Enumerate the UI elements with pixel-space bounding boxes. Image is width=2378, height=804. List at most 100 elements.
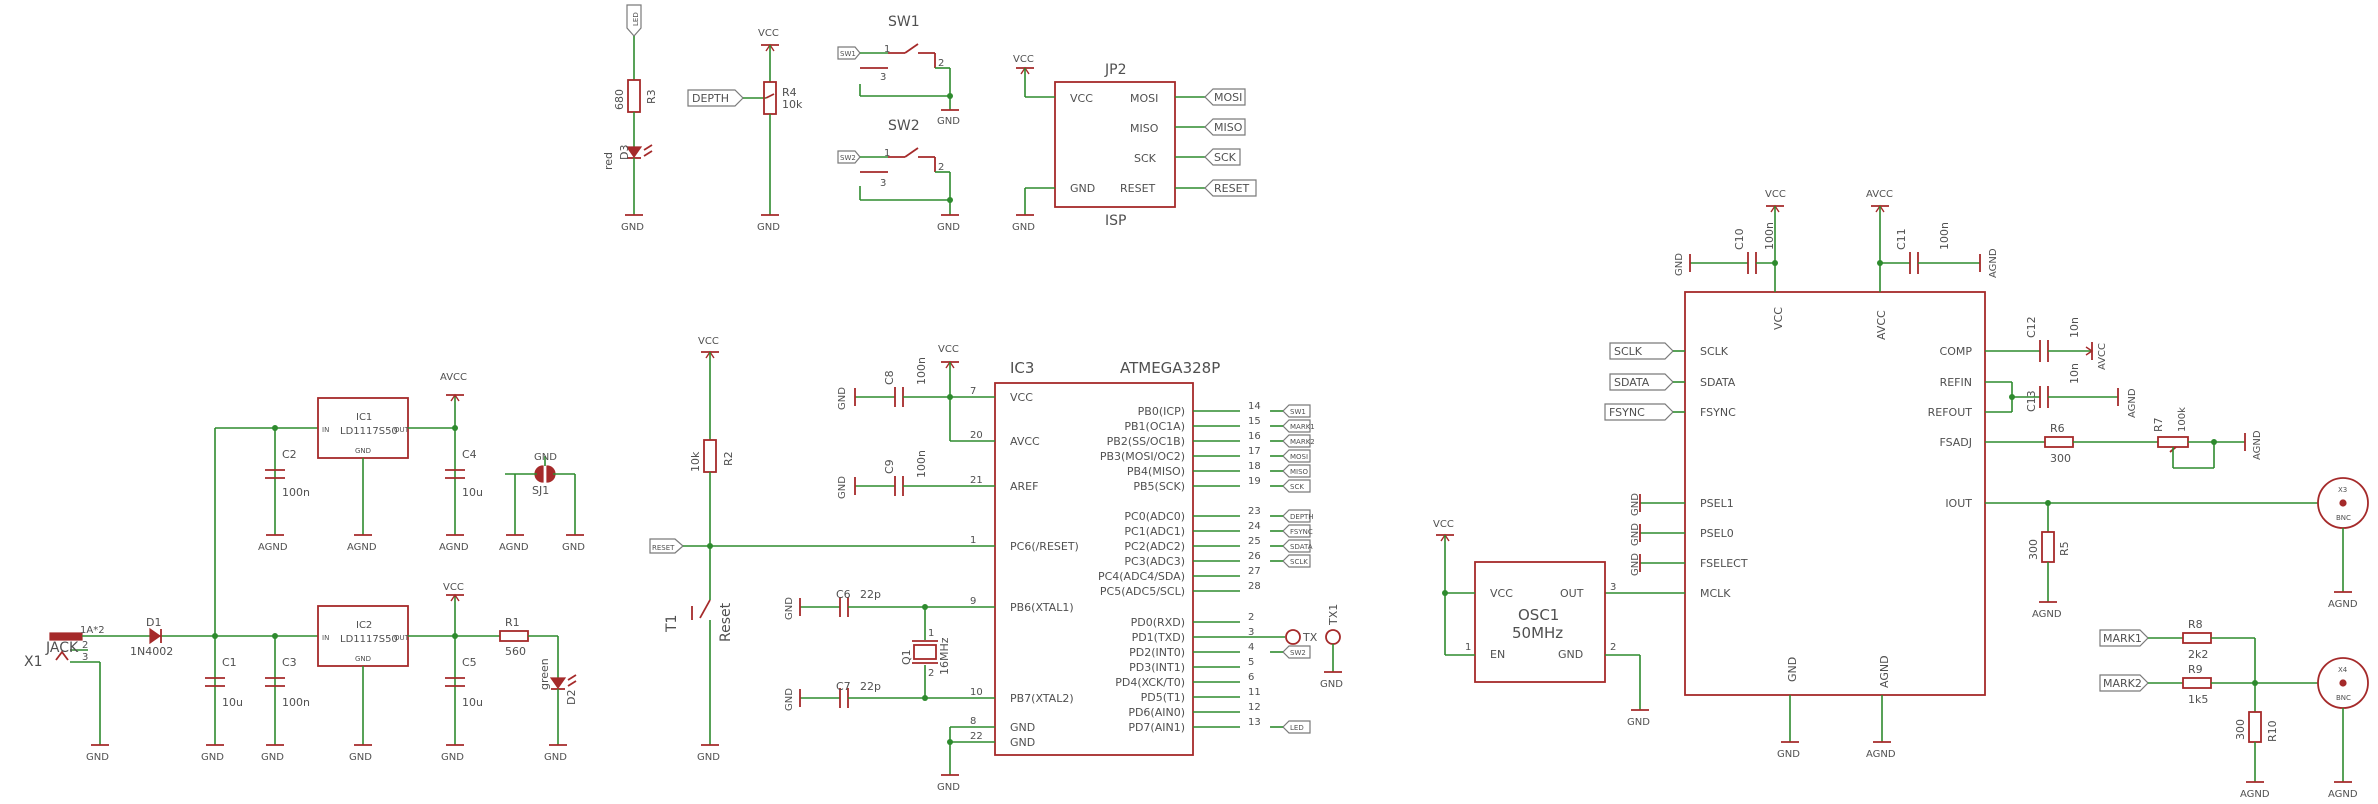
jp2-pin-gnd: GND [1070,182,1095,195]
isp-header-jp2: JP2 ISP VCC MOSI MISO SCK GND RESET VCC … [1012,54,1257,233]
ic1-out: OUT [394,426,410,434]
gnd-label: GND [201,752,224,763]
avcc-label: AVCC [1866,189,1893,200]
ic3-pin-name-right: PC1(ADC1) [1124,525,1185,538]
dds-pin-name-left: FSYNC [1700,406,1736,419]
osc1-pin1: 1 [1465,642,1471,653]
agnd-label: AGND [2240,789,2270,800]
ic3-pin-name-left: AREF [1010,480,1038,493]
dds-pin-name-left: PSEL0 [1700,527,1734,540]
ic3-pin-number-right: 2 [1248,612,1254,623]
gnd-label: GND [349,752,372,763]
gnd-label: GND [544,752,567,763]
ic3-pin-number-left: 10 [970,687,983,698]
ic3-pin-number-right: 18 [1248,461,1261,472]
ic3-pin-name-left: PC6(/RESET) [1010,540,1079,553]
ic3-net-label-box [1282,645,1311,659]
diode-d1: D1 1N4002 [130,616,215,658]
ic1-in: IN [322,426,329,434]
ic3-net-label-box [1282,419,1311,433]
ic3-pin-number-right: 19 [1248,476,1261,487]
agnd-label: AGND [2328,599,2358,610]
ic3-pin-number-left: 8 [970,716,976,727]
r3-value: 680 [613,89,626,110]
ic3-pin-name-right: PC0(ADC0) [1124,510,1185,523]
ic3-pin-number-right: 28 [1248,581,1261,592]
led-net-label: LED [632,12,640,26]
agnd-label: AGND [258,542,288,553]
resistor-r1: R1 560 [499,616,558,658]
t1-ref: T1 [664,615,680,633]
ic3-pin-number-right: 23 [1248,506,1261,517]
capacitor-c1: C1 10u GND [201,656,243,763]
tx1-ref: TX1 [1327,604,1340,626]
c6-value: 22p [860,588,881,601]
c2-ref: C2 [282,448,297,461]
ic3-net-label: MISO [1290,468,1309,476]
ic3-pin-number-right: 13 [1248,717,1261,728]
ic3-pin-number-right: 27 [1248,566,1261,577]
r7-value: 100k [2177,407,2188,432]
ic3-pin-name-right: PD1(TXD) [1132,631,1185,644]
c11-value: 100n [1938,222,1951,250]
ic3-net-label: FSYNC [1290,528,1313,536]
ic3-pin-number-left: 21 [970,475,983,486]
ic3-pin-number-left: 20 [970,430,983,441]
dds-gnd-pin: GND [1786,657,1799,682]
q1-ref: Q1 [900,649,913,665]
q1-pin2: 2 [928,668,934,679]
vcc-label: VCC [1013,54,1034,65]
d2-value: green [538,658,551,690]
vcc-label: VCC [1765,189,1786,200]
ic3-ref: IC3 [1010,359,1034,377]
x4-sub: BNC [2336,694,2351,702]
gnd-label: GND [1630,493,1641,516]
gnd-label: GND [1674,253,1685,276]
gnd-label: GND [562,542,585,553]
power-supply-section: JACK X1 1A*2 2 3 GND D1 1N4002 C1 10u [24,372,585,763]
ic2-out: OUT [394,634,410,642]
ic3-pin-name-right: PB5(SCK) [1133,480,1185,493]
r2-ref: R2 [722,451,735,466]
gnd-label: GND [937,222,960,233]
vcc-label: VCC [698,336,719,347]
ic3-pin-name-right: PC2(ADC2) [1124,540,1185,553]
dds-pin-name-right: REFOUT [1928,406,1973,419]
gnd-label: GND [837,476,848,499]
osc1-value: 50MHz [1512,624,1563,642]
ic3-pin-name-right: PD7(AIN1) [1128,721,1185,734]
ic3-pin-number-left: 1 [970,535,976,546]
gnd-label: GND [1777,749,1800,760]
jp2-ref: JP2 [1104,62,1126,78]
ic3-pin-name-right: PC4(ADC4/SDA) [1098,570,1185,583]
dds-pin-name-right: IOUT [1945,497,1972,510]
ic3-net-label: SDATA [1290,543,1313,551]
ic3-pin-name-right: PB3(MOSI/OC2) [1100,450,1185,463]
r2-value: 10k [689,451,702,472]
dds-section: VCC AVCC SCLKSDATAFSYNCPSEL1PSEL0FSELECT… [1433,189,2369,800]
r8-value: 2k2 [2188,648,2208,661]
capacitor-c2: C2 100n AGND [258,428,310,553]
vcc-label: VCC [938,344,959,355]
r9-ref: R9 [2188,663,2203,676]
r5-value: 300 [2027,539,2040,560]
avcc-label: AVCC [440,372,467,383]
ic3-pin-number-left: 7 [970,386,976,397]
d1-ref: D1 [146,616,161,629]
c10-value: 100n [1763,222,1776,250]
c12-value: 10n [2068,317,2081,338]
agnd-label: AGND [1866,749,1896,760]
ic3-pin-number-right: 15 [1248,416,1261,427]
jack-name: JACK [45,640,79,656]
r4-value: 10k [782,98,803,111]
gnd-label: GND [1630,523,1641,546]
mark2-net-label: MARK2 [2103,677,2142,690]
ic3-pin-number-left: 9 [970,596,976,607]
gnd-label: GND [784,597,795,620]
sw2-pin2: 2 [938,162,944,173]
dds-avcc-pin: AVCC [1875,310,1888,340]
r5-ref: R5 [2058,541,2071,556]
ic3-net-label-box [1282,509,1311,523]
r10-ref: R10 [2266,720,2279,742]
